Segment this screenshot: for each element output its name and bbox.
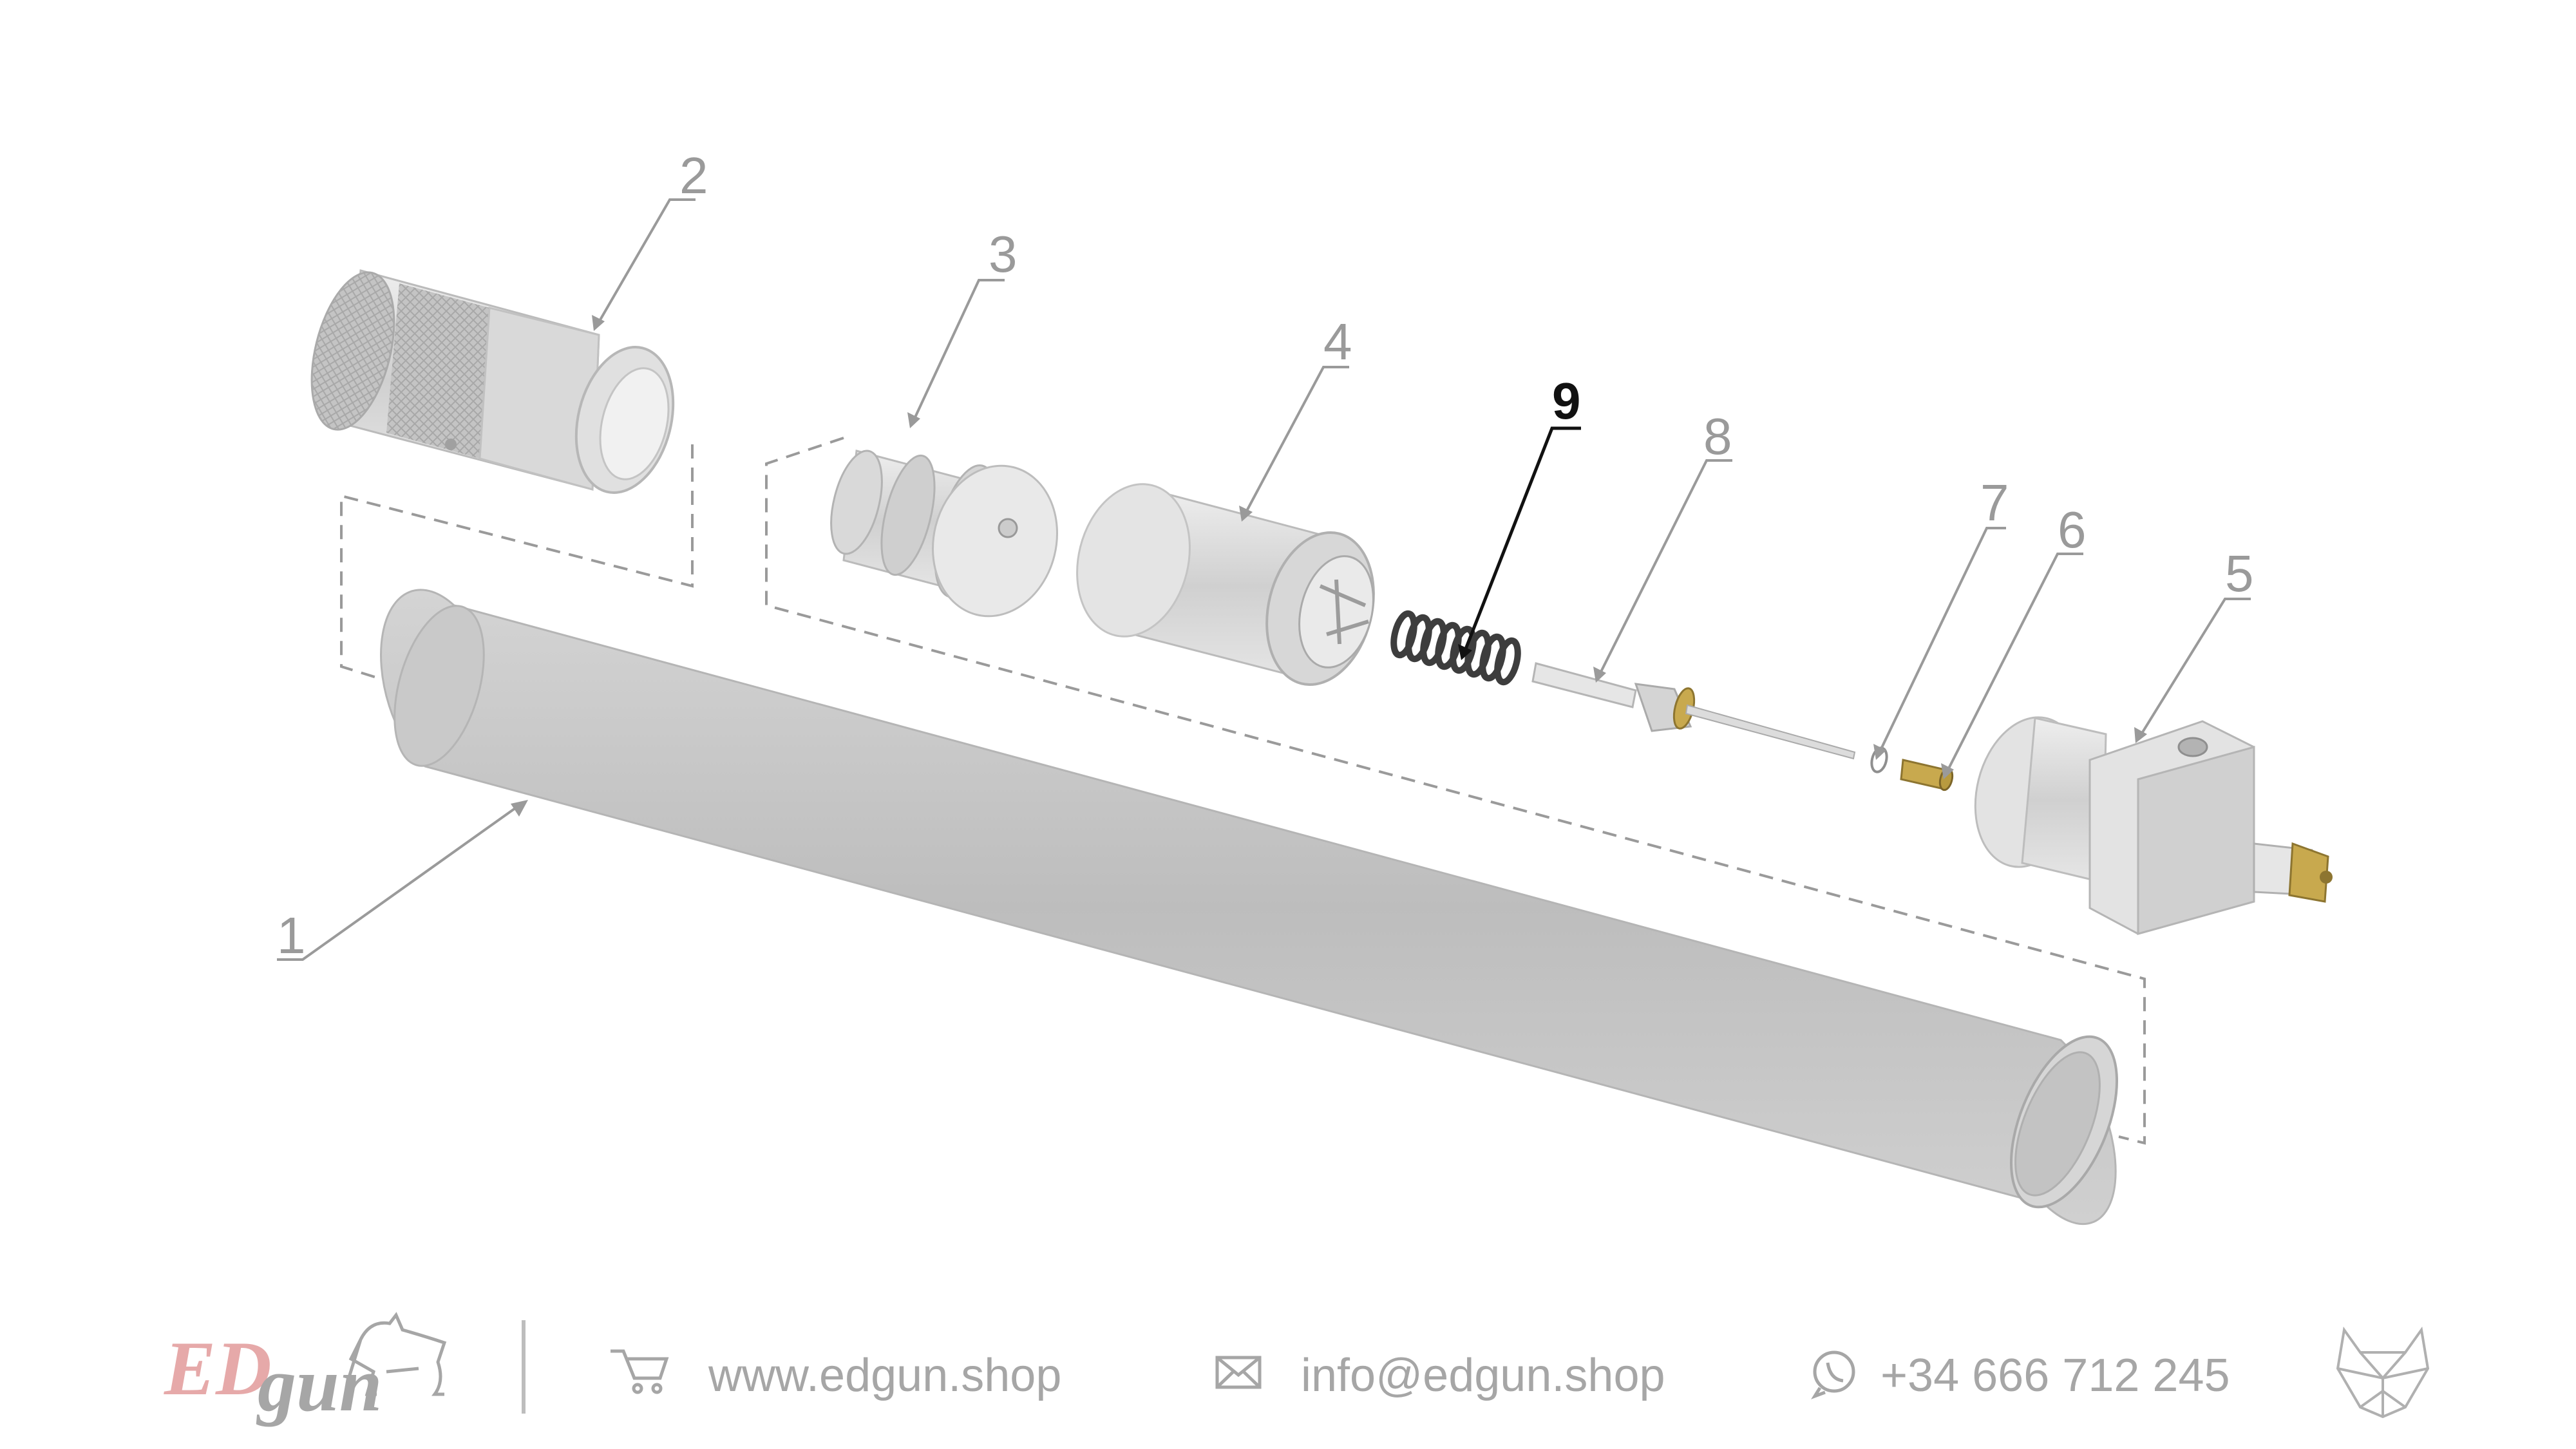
brand-logo[interactable]: ED gun xyxy=(164,1312,447,1427)
email-text: info@edgun.shop xyxy=(1301,1350,1665,1401)
callout-1: 1 xyxy=(277,907,306,964)
callout-5: 5 xyxy=(2225,545,2254,602)
footer-divider xyxy=(522,1320,526,1414)
part-1-tube xyxy=(380,589,2119,1226)
envelope-icon xyxy=(1215,1356,1262,1389)
brand-gun-text: gun xyxy=(256,1341,382,1427)
dog-logo-icon xyxy=(346,1312,447,1396)
callout-3: 3 xyxy=(989,225,1018,283)
part-4-hammer-housing xyxy=(1076,483,1375,687)
part-2-end-cap xyxy=(310,269,675,494)
part-3-valve-body xyxy=(830,450,1058,618)
leader-lines xyxy=(277,198,2251,961)
assembly-guide-lines xyxy=(340,437,2146,1145)
brand-ed-text: ED xyxy=(164,1325,272,1411)
part-9-spring xyxy=(1390,610,1521,686)
callout-labels: 1 2 3 4 5 6 7 8 9 xyxy=(277,147,2254,964)
phone-text: +34 666 712 245 xyxy=(1880,1350,2230,1401)
website-text: www.edgun.shop xyxy=(708,1350,1061,1401)
website-link[interactable]: www.edgun.shop xyxy=(611,1349,1061,1401)
part-8-valve-stem xyxy=(1531,662,1856,760)
callout-9: 9 xyxy=(1552,372,1581,430)
callout-7: 7 xyxy=(1980,474,2009,531)
callout-8: 8 xyxy=(1703,408,1732,465)
callout-6: 6 xyxy=(2058,501,2087,558)
email-link[interactable]: info@edgun.shop xyxy=(1215,1350,1665,1401)
part-5-fill-adapter xyxy=(1974,716,2333,935)
leader-arrowheads xyxy=(511,315,2147,817)
callout-4: 4 xyxy=(1323,313,1352,370)
cart-icon xyxy=(611,1349,669,1394)
callout-2: 2 xyxy=(679,147,708,204)
wolf-logo-icon xyxy=(2336,1326,2430,1419)
phone-link[interactable]: +34 666 712 245 xyxy=(1811,1350,2230,1401)
footer: ED gun www.edgun.shop info@edgun.shop xyxy=(164,1312,2430,1427)
whatsapp-icon xyxy=(1811,1350,1855,1399)
